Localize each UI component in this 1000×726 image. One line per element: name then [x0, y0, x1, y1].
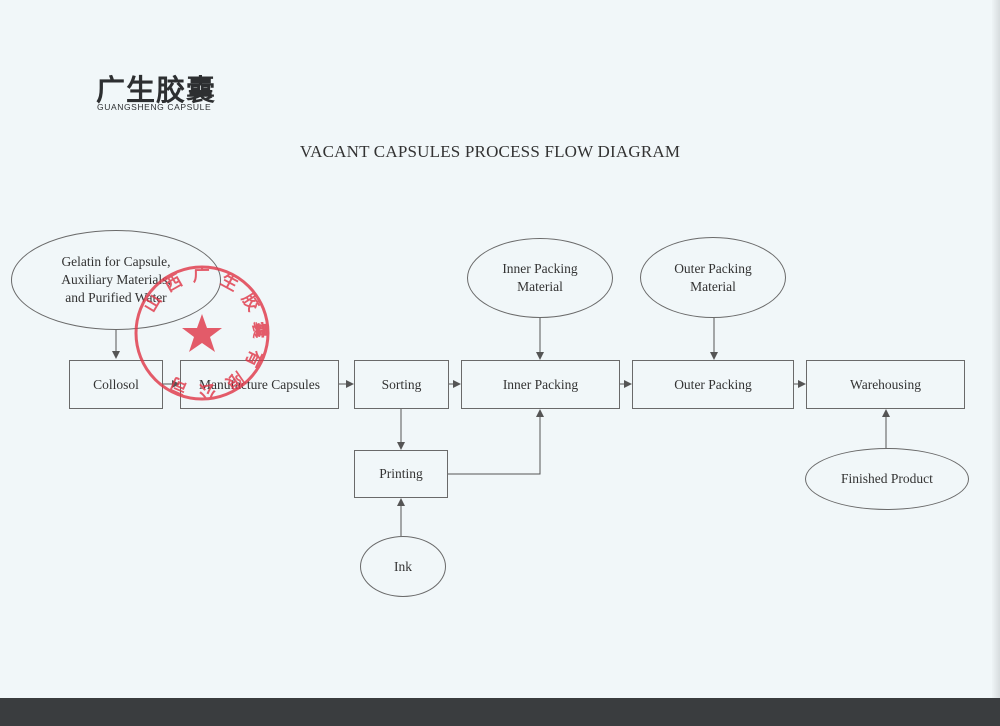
- paper-edge: [992, 0, 1000, 698]
- node-inner-packing: Inner Packing: [461, 360, 620, 409]
- finished-product-label: Finished Product: [841, 471, 933, 486]
- company-logo: 广生胶囊 GUANGSHENG CAPSULE: [96, 74, 241, 114]
- inner-material-line-1: Inner Packing: [502, 261, 578, 276]
- node-sorting: Sorting: [354, 360, 449, 409]
- warehousing-label: Warehousing: [850, 376, 921, 392]
- collosol-label: Collosol: [93, 376, 139, 392]
- outer-material-line-2: Material: [690, 278, 736, 294]
- diagram-title: VACANT CAPSULES PROCESS FLOW DIAGRAM: [299, 142, 681, 161]
- gelatin-line-3: and Purified Water: [65, 290, 167, 305]
- ink-label: Ink: [394, 558, 412, 574]
- gelatin-line-2: Auxiliary Materials,: [61, 272, 171, 287]
- node-outer-packing-material: Outer Packing Material: [640, 237, 786, 318]
- node-inner-packing-material: Inner Packing Material: [467, 238, 613, 318]
- manufacture-label: Manufacture Capsules: [198, 376, 321, 392]
- outer-material-line-1: Outer Packing: [674, 260, 752, 276]
- printing-label: Printing: [379, 466, 423, 481]
- logo-english-text: GUANGSHENG CAPSULE: [97, 102, 212, 112]
- inner-material-line-2: Material: [517, 279, 563, 294]
- gelatin-line-1: Gelatin for Capsule,: [61, 254, 171, 269]
- arrow-printing-to-inner: [448, 409, 544, 475]
- node-ink: Ink: [360, 536, 446, 597]
- outer-packing-label: Outer Packing: [674, 376, 752, 392]
- scanner-bottom-band: [0, 698, 1000, 726]
- node-gelatin-materials: Gelatin for Capsule, Auxiliary Materials…: [11, 230, 221, 330]
- node-outer-packing: Outer Packing: [632, 360, 794, 409]
- node-collosol: Collosol: [69, 360, 163, 409]
- sorting-label: Sorting: [381, 376, 422, 392]
- node-printing: Printing: [354, 450, 448, 498]
- node-manufacture-capsules: Manufacture Capsules: [180, 360, 339, 409]
- logo-chinese-text: 广生胶囊: [96, 73, 217, 107]
- node-warehousing: Warehousing: [806, 360, 965, 409]
- node-finished-product: Finished Product: [805, 448, 969, 510]
- inner-packing-label: Inner Packing: [502, 376, 579, 392]
